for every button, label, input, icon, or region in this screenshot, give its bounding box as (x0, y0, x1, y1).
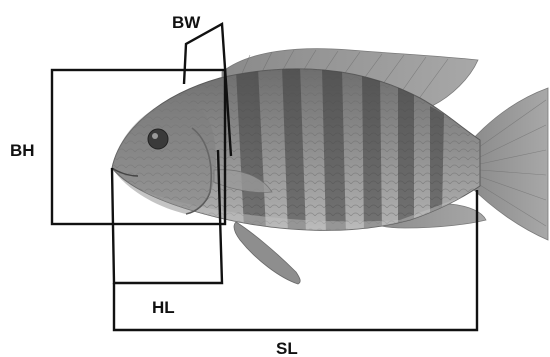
pelvic-fin (234, 222, 300, 284)
fish-head (112, 100, 216, 214)
bh-label: BH (10, 141, 35, 160)
fish-illustration (100, 49, 548, 284)
hl-label: HL (152, 298, 175, 317)
bw-label: BW (172, 13, 201, 32)
sl-label: SL (276, 339, 298, 357)
fish-eye (148, 129, 168, 149)
